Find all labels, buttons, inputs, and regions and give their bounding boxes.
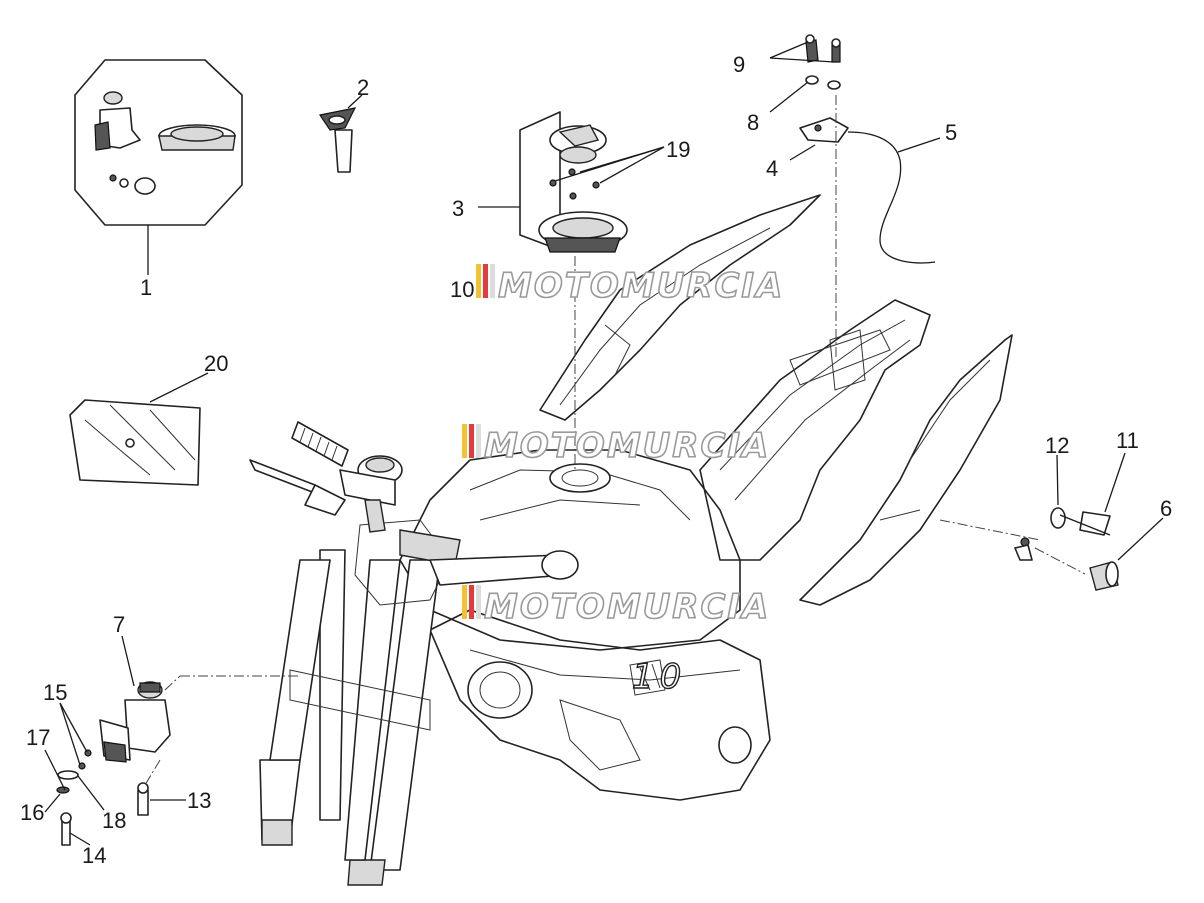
- front-fork: [259, 519, 461, 886]
- callout-4: 4: [766, 156, 778, 181]
- watermark-2: MOTOMURCIA: [462, 424, 770, 467]
- callout-13: 13: [187, 788, 211, 813]
- watermark-text: MOTOMURCIA: [484, 587, 770, 627]
- watermark-text: MOTOMURCIA: [484, 426, 770, 466]
- callout-2: 2: [357, 75, 369, 100]
- part-7-ignition-lock: [44, 635, 186, 846]
- watermark-1: MOTOMURCIA: [476, 264, 784, 307]
- handlebar-assembly: [249, 421, 579, 586]
- callout-12: 12: [1045, 433, 1069, 458]
- callout-19: 19: [666, 137, 690, 162]
- motorcycle-frame: [399, 194, 1013, 801]
- part-3-fuel-cap: [478, 111, 665, 253]
- callout-6: 6: [1160, 496, 1172, 521]
- callout-8: 8: [747, 110, 759, 135]
- frame-badge: 10: [631, 656, 687, 697]
- callout-15: 15: [43, 680, 67, 705]
- callout-10: 10: [450, 277, 474, 302]
- callout-5: 5: [945, 120, 957, 145]
- callout-18: 18: [102, 808, 126, 833]
- assembly-lines: [144, 95, 1086, 786]
- part-2-key: [319, 94, 363, 173]
- callout-7: 7: [113, 612, 125, 637]
- callout-20: 20: [204, 351, 228, 376]
- part-20-cover: [69, 372, 209, 486]
- callout-16: 16: [20, 800, 44, 825]
- watermark-3: MOTOMURCIA: [462, 585, 770, 628]
- callout-14: 14: [82, 843, 106, 868]
- frame-badge-text: 10: [632, 657, 687, 697]
- part-6-11-12-rear-lock: [1014, 452, 1164, 591]
- callout-17: 17: [26, 725, 50, 750]
- watermark-text: MOTOMURCIA: [498, 266, 784, 306]
- part-1-lock-set: [74, 59, 243, 275]
- callout-1: 1: [140, 275, 152, 300]
- part-4-5-8-9-seat-latch: [769, 34, 941, 264]
- callout-3: 3: [452, 196, 464, 221]
- callout-11: 11: [1116, 428, 1139, 453]
- callout-9: 9: [733, 52, 745, 77]
- callout-labels: 1 2 3 4 5 6 7 8 9 10 11 12 13 14 15 16 1…: [20, 52, 1172, 868]
